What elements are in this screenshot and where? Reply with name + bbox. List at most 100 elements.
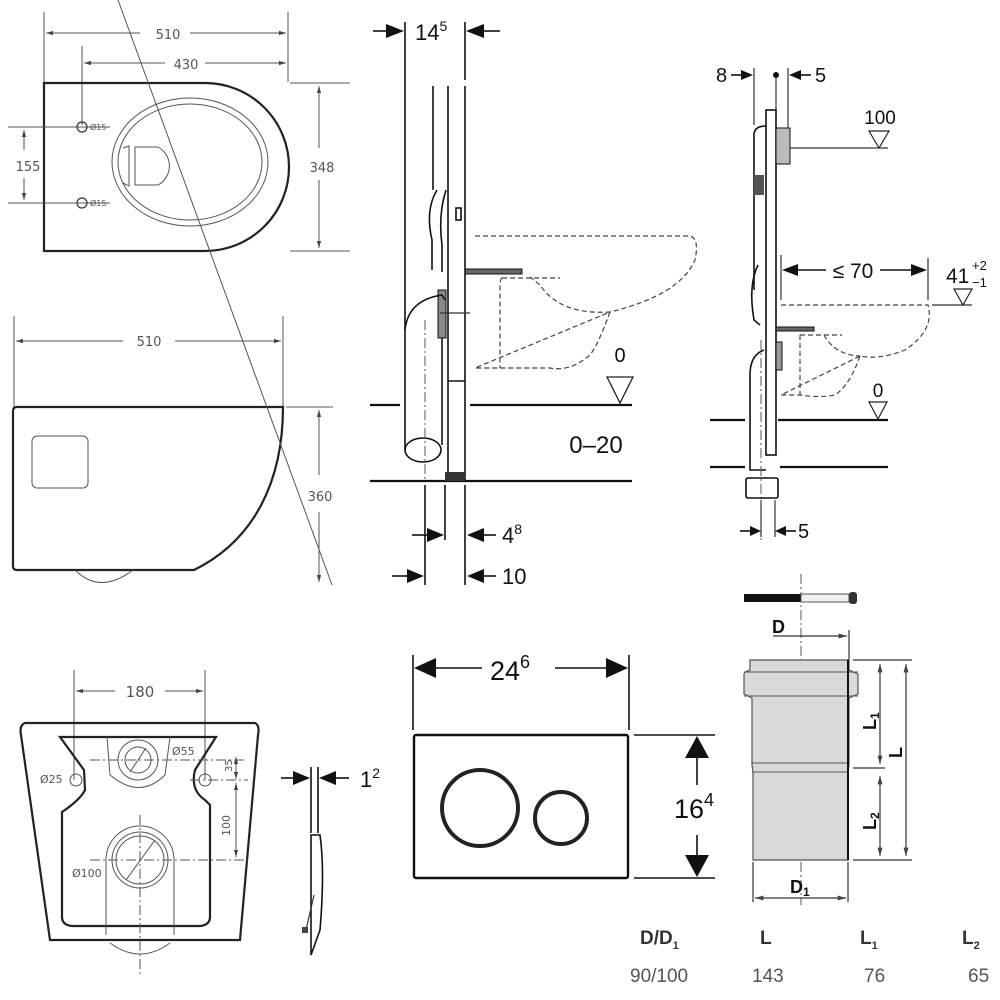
flush-pipe — [750, 264, 761, 326]
level-marker-icon — [605, 376, 635, 405]
flush-inlet — [31, 435, 89, 489]
frame-foot — [445, 472, 465, 481]
connector — [775, 341, 783, 371]
outlet-hatch — [125, 839, 156, 881]
table-header: L2 — [962, 928, 980, 952]
cistern-valve — [754, 175, 764, 195]
center-point-icon — [773, 72, 779, 78]
floor-level-label: 0 — [873, 381, 884, 402]
pipe-connector: D L1 L L2 D1 — [743, 574, 912, 905]
rim-outer — [111, 97, 269, 227]
dim-510-side: 510 — [137, 335, 162, 350]
extension-line — [117, 0, 333, 586]
bowl-outlet — [134, 146, 170, 186]
arrow-icon — [750, 526, 761, 536]
arrow-icon — [414, 658, 436, 678]
svg-text:L1: L1 — [860, 712, 882, 730]
drain-end — [404, 437, 442, 463]
arrow-icon — [466, 24, 484, 38]
arrow-icon — [427, 528, 444, 542]
table-cell: 65 — [968, 966, 990, 987]
half-flush-button[interactable] — [533, 790, 589, 846]
outlet-bottom — [109, 942, 171, 955]
arrow-icon — [407, 569, 424, 583]
drain-bend — [749, 349, 766, 471]
frame-post — [765, 109, 777, 456]
arrow-icon — [789, 70, 801, 80]
label-L2: L2 — [860, 812, 882, 830]
dim-16-4: 164 — [674, 790, 714, 824]
label-D: D — [772, 617, 785, 637]
dim-5-top: 5 — [815, 65, 826, 87]
arrow-icon — [782, 264, 798, 276]
fixing-hole-bottom — [76, 197, 88, 209]
rim-inner — [117, 103, 263, 221]
dim-348: 348 — [310, 161, 335, 176]
drain-bend — [404, 294, 446, 450]
cistern-outline — [753, 125, 767, 290]
bowl-flush — [122, 145, 130, 187]
table-cell: 143 — [752, 966, 784, 987]
outlet-ring — [111, 831, 169, 889]
plate-side-profile — [310, 834, 324, 956]
floor-buildup-label: 0–20 — [569, 432, 622, 459]
arrow-icon — [386, 24, 404, 38]
inlet-channel — [106, 736, 171, 788]
floor-level-label: 0 — [614, 345, 625, 367]
label-L: L — [886, 747, 906, 758]
seat-tol-plus: +2 — [972, 258, 987, 273]
table-cell: 76 — [864, 966, 886, 987]
hole-label-bottom: Ø15 — [90, 198, 106, 208]
arrow-icon — [467, 528, 484, 542]
arrow-icon — [775, 526, 786, 536]
bowl-outline — [42, 81, 291, 253]
top-view: 510 430 155 Ø15 Ø15 348 — [8, 12, 350, 253]
pipe-body — [743, 659, 859, 861]
label-L1: L1 — [860, 712, 882, 730]
dim-510-top: 510 — [156, 28, 181, 43]
seal-lip — [849, 592, 857, 604]
dim-10: 10 — [502, 564, 526, 589]
dim-430: 430 — [174, 58, 199, 73]
bowl-ghost — [780, 304, 930, 398]
arrow-icon — [685, 855, 709, 877]
arrow-icon — [911, 264, 927, 276]
seal-ring-light — [800, 593, 850, 603]
dim-100-rear: 100 — [220, 815, 233, 836]
frame-section-1: 145 0 0–20 48 — [370, 18, 698, 589]
bowl-ghost — [474, 235, 698, 370]
arrow-icon — [685, 736, 709, 758]
mounting-bolt — [464, 268, 523, 275]
arrow-icon — [467, 569, 484, 583]
dim-360: 360 — [308, 490, 333, 505]
rear-outline — [19, 721, 260, 942]
frame-bracket — [455, 207, 462, 221]
table-header: L — [760, 928, 772, 949]
hole-label-top: Ø15 — [90, 122, 106, 132]
projection-label: ≤ 70 — [833, 260, 874, 283]
dim-4-8: 48 — [502, 521, 522, 548]
arrow-icon — [606, 658, 628, 678]
dim-24-6: 246 — [490, 652, 530, 686]
mounting-bolt — [775, 326, 815, 332]
seal-ring-dark — [744, 594, 801, 602]
svg-text:L2: L2 — [860, 812, 882, 830]
dim-155: 155 — [16, 160, 41, 175]
svg-text:L: L — [886, 747, 906, 758]
drain-socket — [745, 477, 779, 499]
bowl-side-outline — [11, 405, 285, 572]
label-D1: D1 — [790, 877, 810, 899]
full-flush-button[interactable] — [440, 768, 520, 848]
outlet-channel — [105, 825, 175, 935]
frame-section-2: 8 5 100 ≤ 70 41 +2 −1 — [710, 65, 987, 543]
dim-8: 8 — [716, 65, 727, 87]
arrow-icon — [293, 771, 310, 785]
rear-view: 180 Ø55 Ø25 Ø100 35 100 — [19, 670, 260, 975]
fixing-hole-top — [76, 121, 88, 133]
flush-plate-front: 246 164 — [412, 652, 715, 880]
inlet-hatch — [129, 747, 147, 773]
bowl-ghost-inner — [799, 334, 861, 395]
flush-pipe — [439, 189, 447, 272]
dim-14-5: 145 — [415, 18, 447, 45]
